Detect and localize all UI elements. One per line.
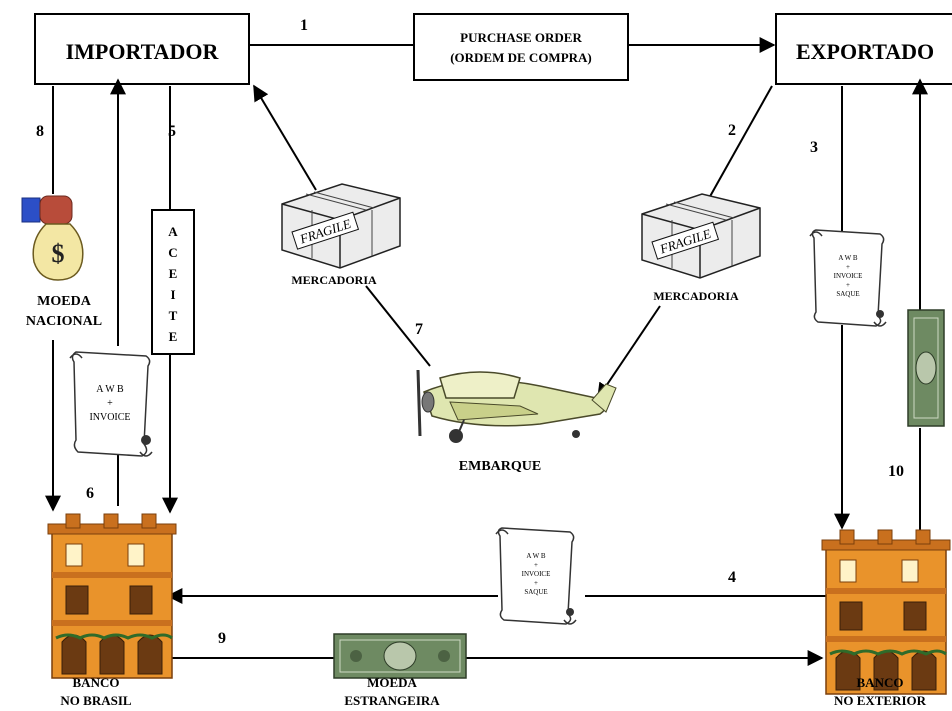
line-2 [707, 85, 773, 201]
doc-left-line: INVOICE [89, 412, 130, 423]
step-number: 6 [86, 485, 94, 502]
banco-brasil-line2: NO BRASIL [60, 693, 131, 708]
step-number: 9 [218, 630, 226, 647]
doc-center-line: SAQUE [524, 588, 547, 596]
airplane-icon [416, 369, 617, 443]
embarque-label: EMBARQUE [459, 459, 541, 474]
line-7 [365, 285, 431, 367]
exportador-box: EXPORTADO [775, 13, 952, 85]
bank-brasil-building-icon [46, 512, 178, 680]
moeda-nacional-line2: NACIONAL [26, 314, 102, 329]
money-bag-icon: $ [21, 195, 84, 281]
banknote-vertical-icon [907, 309, 945, 427]
step-number: 1 [300, 17, 308, 34]
fragile-box-right-icon: FRAGILE [641, 193, 761, 279]
step-number: 10 [888, 463, 904, 480]
document-scroll-center-icon: A W B + INVOICE + SAQUE [495, 527, 577, 625]
step-number: 7 [415, 321, 423, 338]
mercadoria-right-label: MERCADORIA [653, 289, 739, 303]
banco-exterior-line1: BANCO [857, 675, 904, 690]
step-number: 5 [168, 123, 176, 140]
step-number: 3 [810, 139, 818, 156]
arrow-goods-to-importador [253, 84, 317, 191]
banco-brasil-line1: BANCO [73, 675, 120, 690]
step-number: 2 [728, 122, 736, 139]
document-scroll-right-icon: A W B + INVOICE + SAQUE [809, 229, 887, 327]
step-number: 8 [36, 123, 44, 140]
doc-right-line: + [846, 281, 850, 289]
importador-box: IMPORTADOR [34, 13, 250, 85]
banco-exterior-line2: NO EXTERIOR [834, 693, 927, 708]
exportador-label: EXPORTADO [796, 39, 934, 64]
aceite-box: A C E I T E [151, 209, 195, 355]
connectors [45, 37, 928, 666]
doc-center-line: INVOICE [522, 570, 551, 578]
doc-right-line: A W B [838, 254, 858, 262]
aceite-letter: I [170, 287, 175, 302]
aceite-letter: C [168, 245, 177, 260]
aceite-letter: T [169, 308, 178, 323]
doc-center-line: A W B [526, 552, 546, 560]
doc-left-line: + [107, 398, 113, 409]
dollar-sign-icon: $ [52, 239, 65, 268]
moeda-nacional-line1: MOEDA [37, 294, 92, 309]
aceite-letter: E [169, 266, 178, 281]
aceite-letter: E [169, 329, 178, 344]
step-numbers: 1 2 3 4 5 6 7 8 9 10 [36, 17, 904, 647]
doc-right-line: SAQUE [836, 290, 859, 298]
bank-exterior-building-icon [820, 528, 952, 696]
importador-label: IMPORTADOR [66, 39, 220, 64]
purchase-order-box: PURCHASE ORDER (ORDEM DE COMPRA) [413, 13, 629, 81]
document-scroll-left-icon: A W B + INVOICE [69, 351, 153, 457]
doc-center-line: + [534, 561, 538, 569]
doc-right-line: + [846, 263, 850, 271]
banknote-horizontal-icon [333, 633, 467, 679]
doc-right-line: INVOICE [834, 272, 863, 280]
purchase-order-line1: PURCHASE ORDER [460, 30, 582, 45]
doc-left-line: A W B [96, 384, 124, 395]
purchase-order-line2: (ORDEM DE COMPRA) [450, 50, 592, 65]
fragile-box-left-icon: FRAGILE [281, 183, 401, 269]
aceite-letter: A [168, 224, 178, 239]
doc-center-line: + [534, 579, 538, 587]
mercadoria-left-label: MERCADORIA [291, 273, 377, 287]
step-number: 4 [728, 569, 736, 586]
arrow-goods-to-plane [597, 305, 661, 400]
moeda-estrangeira-line1: MOEDA [367, 675, 417, 690]
moeda-estrangeira-line2: ESTRANGEIRA [344, 693, 440, 708]
